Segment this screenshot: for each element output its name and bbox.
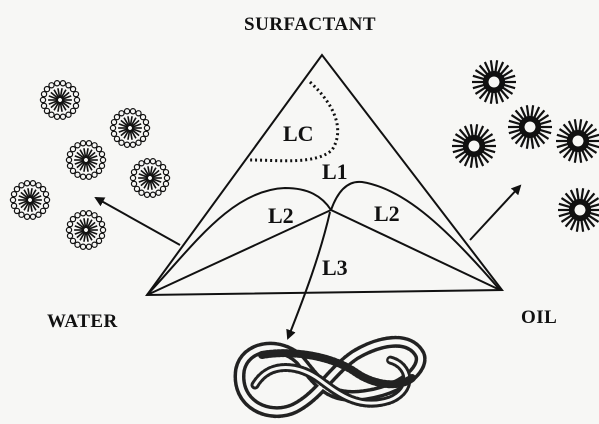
reverse-micelle-cluster	[10, 81, 169, 250]
l3-boundary-right	[331, 210, 500, 290]
normal-micelle-cluster	[452, 60, 599, 232]
vertex-label-oil: OIL	[521, 307, 557, 329]
region-label-l2-right: L2	[374, 201, 400, 227]
reverse-micelle	[10, 181, 49, 220]
arrow-to-normal-micelles	[470, 186, 520, 240]
normal-micelle	[452, 124, 496, 168]
reverse-micelle	[110, 109, 149, 148]
normal-micelle	[558, 188, 599, 232]
reverse-micelle	[66, 141, 105, 180]
arrow-to-reverse-micelles	[96, 198, 180, 245]
vertex-label-water: WATER	[47, 311, 118, 333]
vertex-label-surfactant: SURFACTANT	[244, 14, 376, 36]
region-label-l1: L1	[322, 159, 348, 185]
reverse-micelle	[66, 211, 105, 250]
bicontinuous-network	[240, 342, 421, 412]
region-label-l3: L3	[322, 255, 348, 281]
region-label-l2-left: L2	[268, 203, 294, 229]
normal-micelle	[472, 60, 516, 104]
reverse-micelle	[40, 81, 79, 120]
normal-micelle	[556, 119, 599, 163]
reverse-micelle	[130, 159, 169, 198]
l3-boundary-left	[147, 210, 331, 295]
region-label-lc: LC	[283, 121, 314, 147]
normal-micelle	[508, 105, 552, 149]
